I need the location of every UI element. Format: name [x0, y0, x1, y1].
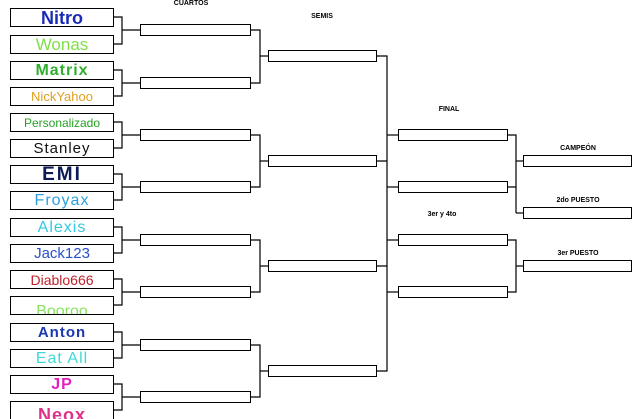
header-campeon: CAMPEÓN [560, 145, 596, 152]
cuartos-slot [140, 129, 251, 141]
player-name: Alexis [37, 218, 87, 236]
player-box: Anton [10, 323, 114, 342]
tercero-cuarto-slot [398, 234, 508, 246]
player-name: Stanley [33, 140, 91, 157]
player-box: Eat All [10, 349, 114, 368]
player-box: Wonas [10, 35, 114, 54]
player-name: Matrix [35, 61, 89, 79]
cuartos-slot [140, 234, 251, 246]
player-box: Nitro [10, 8, 114, 27]
player-box: JP [10, 375, 114, 394]
semis-slot [268, 155, 377, 167]
player-box: Diablo666 [10, 270, 114, 289]
tercer-puesto-slot [523, 260, 632, 272]
cuartos-slot [140, 24, 251, 36]
player-name: Nitro [41, 8, 83, 27]
player-box: Froyax [10, 191, 114, 210]
player-box: NickYahoo [10, 87, 114, 106]
player-name: EMI [42, 165, 82, 184]
player-name: Diablo666 [30, 271, 94, 288]
cuartos-slot [140, 339, 251, 351]
final-slot [398, 181, 508, 193]
semis-slot [268, 260, 377, 272]
cuartos-slot [140, 181, 251, 193]
cuartos-slot [140, 77, 251, 89]
semis-slot [268, 50, 377, 62]
player-name: Froyax [34, 191, 90, 209]
player-box: Alexis [10, 218, 114, 237]
player-name: Booroo [36, 302, 88, 315]
player-name: Wonas [35, 35, 89, 54]
header-semis: SEMIS [311, 13, 333, 20]
header-tercero-cuarto: 3er y 4to [427, 211, 457, 218]
campeon-slot [523, 155, 632, 167]
cuartos-slot [140, 391, 251, 403]
player-box: Stanley [10, 139, 114, 158]
player-name: NickYahoo [31, 89, 93, 104]
header-segundo-puesto: 2do PUESTO [556, 197, 600, 204]
tercero-cuarto-slot [398, 286, 508, 298]
cuartos-slot [140, 286, 251, 298]
final-slot [398, 129, 508, 141]
player-name: Anton [37, 324, 87, 341]
player-name: JP [51, 375, 73, 393]
header-tercer-puesto: 3er PUESTO [557, 250, 599, 257]
header-cuartos: CUARTOS [173, 0, 209, 7]
player-name: Eat All [35, 349, 89, 367]
player-box: Matrix [10, 61, 114, 80]
semis-slot [268, 365, 377, 377]
player-name: Jack123 [34, 245, 90, 262]
player-box: Jack123 [10, 244, 114, 263]
player-box: EMI [10, 165, 114, 184]
player-name: Neox [37, 404, 86, 419]
player-box: Booroo [10, 296, 114, 315]
player-box: Neox [10, 401, 114, 419]
player-box: Personalizado [10, 113, 114, 132]
player-name: Personalizado [23, 115, 101, 130]
segundo-puesto-slot [523, 207, 632, 219]
header-final: FINAL [438, 106, 460, 113]
